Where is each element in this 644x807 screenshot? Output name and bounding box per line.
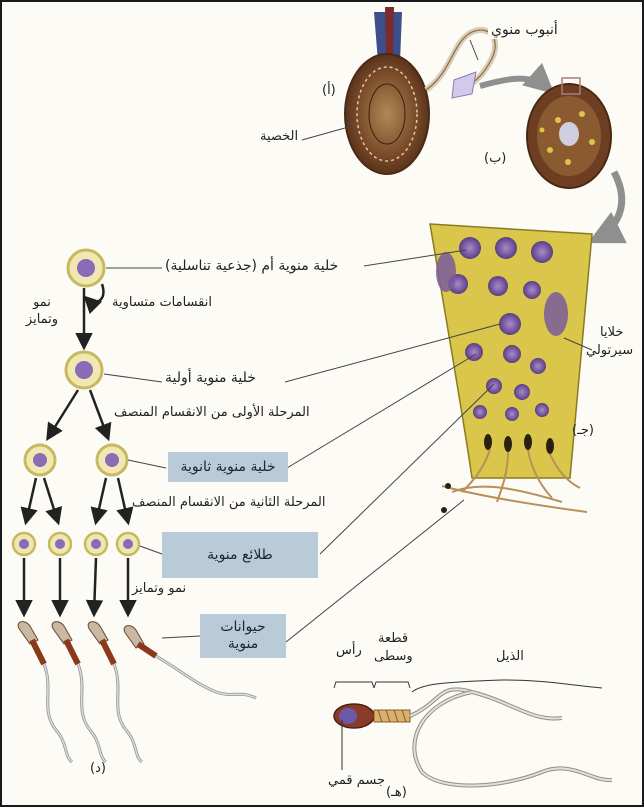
arrow-b-to-c [594, 172, 622, 240]
arrow-a-to-b [480, 79, 550, 90]
label-seminiferous-tubule: أنبوب منوي [488, 22, 561, 39]
testis-illustration [345, 7, 495, 174]
sperm-anatomy [334, 680, 612, 786]
label-panel-a: (أ) [322, 82, 336, 99]
box-sperm-line2: منوية [228, 636, 258, 653]
label-head: رأس [336, 642, 362, 659]
label-spermatogonium: خلية منوية أم (جذعية تناسلية) [162, 258, 341, 275]
label-panel-e: (هـ) [386, 784, 407, 801]
label-panel-b: (ب) [484, 150, 506, 167]
label-growth-1: نمو وتمايز [20, 294, 64, 328]
label-meiosis-one: المرحلة الأولى من الانقسام المنصف [114, 404, 310, 421]
box-secondary-spermatocyte: خلية منوية ثانوية [168, 452, 288, 482]
label-sertoli-2: سيرتولي [586, 342, 633, 359]
label-panel-d: (د) [90, 760, 106, 777]
label-meiosis-two: المرحلة الثانية من الانقسام المنصف [132, 494, 326, 511]
label-sertoli-1: خلايا [600, 324, 623, 341]
label-panel-c: (جـ) [572, 422, 594, 439]
label-tail: الذيل [496, 648, 524, 665]
box-sperm: حيوانات منوية [200, 614, 286, 658]
label-mitosis: انقسامات متساوية [112, 294, 212, 311]
label-growth-2: نمو وتمايز [132, 580, 186, 597]
label-testis: الخصية [260, 128, 298, 145]
label-acrosome: جسم قمي [328, 772, 385, 789]
box-spermatids: طلائع منوية [162, 532, 318, 578]
box-sperm-line1: حيوانات [220, 619, 265, 636]
tubule-cross-section [527, 78, 611, 188]
epithelium-section [430, 224, 592, 513]
label-primary-spermatocyte: خلية منوية أولية [162, 370, 259, 387]
label-midpiece-2: وسطى [374, 648, 413, 665]
label-midpiece-1: قطعة [378, 630, 408, 647]
